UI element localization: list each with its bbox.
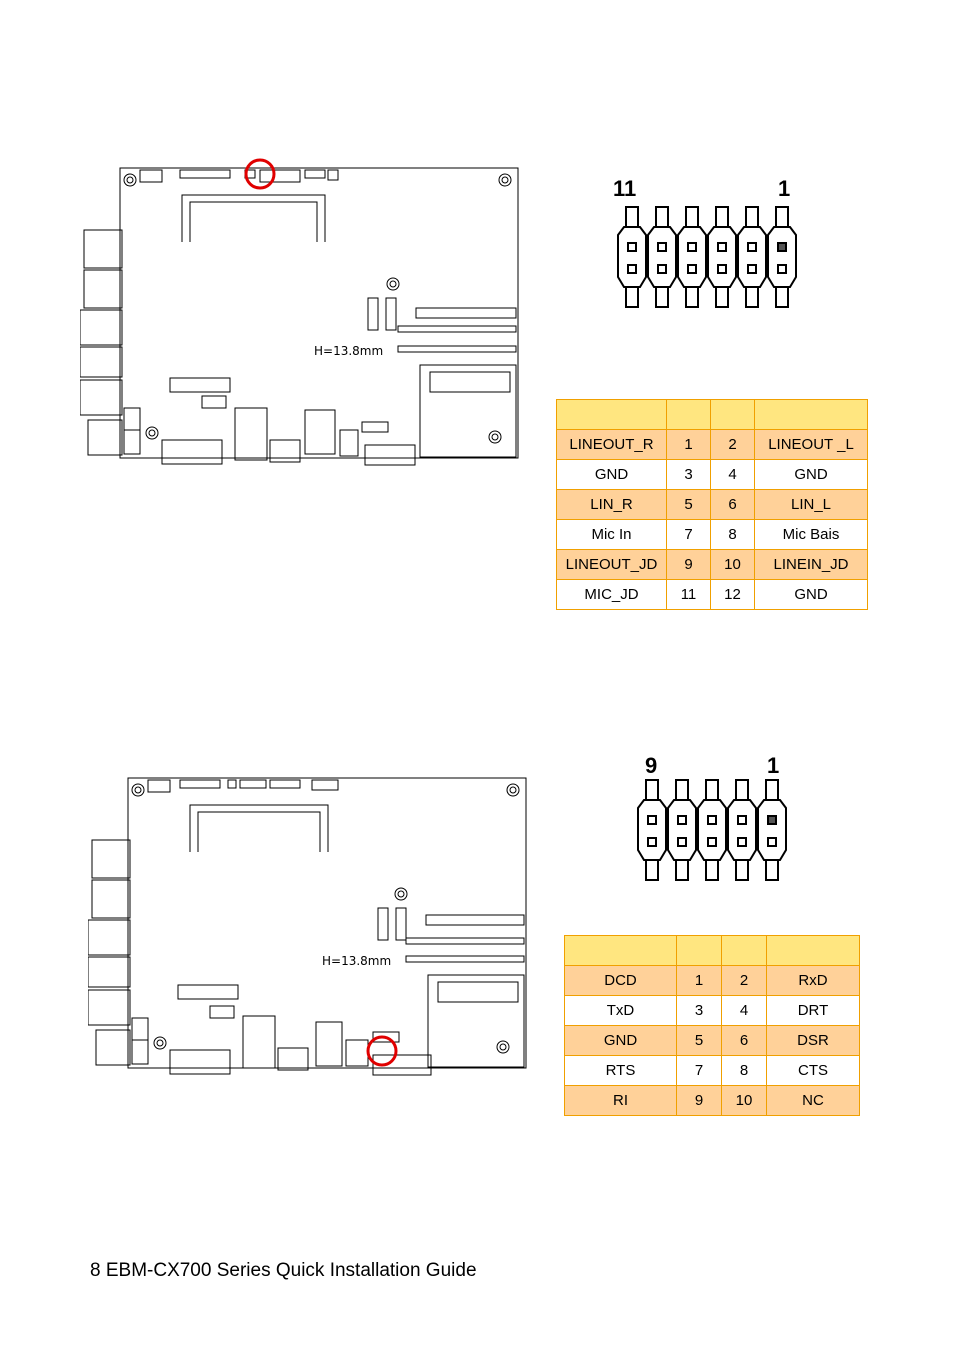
pin-even: 8 bbox=[721, 1055, 767, 1086]
pin-even: 10 bbox=[710, 549, 755, 580]
signal-odd: GND bbox=[564, 1025, 677, 1056]
highlight-circle bbox=[244, 158, 276, 190]
pin-odd: 1 bbox=[676, 965, 722, 996]
table-row: RTS 7 8 CTS bbox=[564, 1055, 860, 1086]
pin-even: 6 bbox=[721, 1025, 767, 1056]
signal-odd: DCD bbox=[564, 965, 677, 996]
pin-even: 6 bbox=[710, 489, 755, 520]
svg-text:H=13.8mm: H=13.8mm bbox=[322, 954, 391, 968]
page-footer: 8 EBM-CX700 Series Quick Installation Gu… bbox=[90, 1260, 477, 1281]
table-header-row bbox=[556, 399, 868, 430]
signal-odd: TxD bbox=[564, 995, 677, 1026]
pin-label-low: 1 bbox=[767, 753, 780, 778]
signal-even: NC bbox=[766, 1085, 860, 1116]
signal-even: CTS bbox=[766, 1055, 860, 1086]
signal-even: LIN_L bbox=[754, 489, 868, 520]
signal-odd: LIN_R bbox=[556, 489, 667, 520]
table-row: GND 3 4 GND bbox=[556, 459, 868, 490]
table-row: Mic In 7 8 Mic Bais bbox=[556, 519, 868, 550]
table-row: RI 9 10 NC bbox=[564, 1085, 860, 1116]
signal-even: LINEIN_JD bbox=[754, 549, 868, 580]
table-row: MIC_JD 11 12 GND bbox=[556, 579, 868, 610]
pin-odd: 9 bbox=[676, 1085, 722, 1116]
pin-table-com: DCD 1 2 RxD TxD 3 4 DRT GND 5 6 DSR RTS … bbox=[564, 935, 860, 1116]
pin-label-high: 11 bbox=[613, 176, 637, 201]
pin-label-high: 9 bbox=[645, 753, 658, 778]
signal-odd: RTS bbox=[564, 1055, 677, 1086]
pin-odd: 9 bbox=[666, 549, 711, 580]
signal-odd: LINEOUT_JD bbox=[556, 549, 667, 580]
table-row: GND 5 6 DSR bbox=[564, 1025, 860, 1056]
pin-even: 4 bbox=[721, 995, 767, 1026]
highlight-circle bbox=[366, 1035, 398, 1067]
table-row: LINEOUT_R 1 2 LINEOUT _L bbox=[556, 429, 868, 460]
pin-even: 2 bbox=[721, 965, 767, 996]
svg-text:H=13.8mm: H=13.8mm bbox=[314, 344, 383, 358]
table-row: LIN_R 5 6 LIN_L bbox=[556, 489, 868, 520]
pin-even: 12 bbox=[710, 579, 755, 610]
pin-header-diagram-12pin bbox=[617, 206, 797, 308]
signal-even: GND bbox=[754, 579, 868, 610]
table-row: LINEOUT_JD 9 10 LINEIN_JD bbox=[556, 549, 868, 580]
pin-odd: 3 bbox=[666, 459, 711, 490]
signal-even: GND bbox=[754, 459, 868, 490]
signal-odd: RI bbox=[564, 1085, 677, 1116]
pin-even: 4 bbox=[710, 459, 755, 490]
signal-even: LINEOUT _L bbox=[754, 429, 868, 460]
pin-odd: 3 bbox=[676, 995, 722, 1026]
pin-header-diagram-10pin bbox=[637, 779, 787, 881]
table-row: TxD 3 4 DRT bbox=[564, 995, 860, 1026]
pin-table-audio: LINEOUT_R 1 2 LINEOUT _L GND 3 4 GND LIN… bbox=[556, 399, 868, 610]
pin-even: 2 bbox=[710, 429, 755, 460]
board-diagram-com: H=13.8mm bbox=[88, 777, 527, 1076]
signal-even: DRT bbox=[766, 995, 860, 1026]
signal-even: RxD bbox=[766, 965, 860, 996]
pin-label-low: 1 bbox=[778, 176, 791, 201]
pin-odd: 5 bbox=[676, 1025, 722, 1056]
pin-even: 10 bbox=[721, 1085, 767, 1116]
pin-even: 8 bbox=[710, 519, 755, 550]
signal-odd: GND bbox=[556, 459, 667, 490]
signal-even: DSR bbox=[766, 1025, 860, 1056]
pin-odd: 1 bbox=[666, 429, 711, 460]
pin-odd: 7 bbox=[666, 519, 711, 550]
table-header-row bbox=[564, 935, 860, 966]
pin-odd: 5 bbox=[666, 489, 711, 520]
pin-odd: 7 bbox=[676, 1055, 722, 1086]
signal-odd: Mic In bbox=[556, 519, 667, 550]
table-row: DCD 1 2 RxD bbox=[564, 965, 860, 996]
board-diagram-audio: H=13.8mm bbox=[80, 158, 519, 466]
pin-odd: 11 bbox=[666, 579, 711, 610]
signal-odd: LINEOUT_R bbox=[556, 429, 667, 460]
signal-odd: MIC_JD bbox=[556, 579, 667, 610]
signal-even: Mic Bais bbox=[754, 519, 868, 550]
